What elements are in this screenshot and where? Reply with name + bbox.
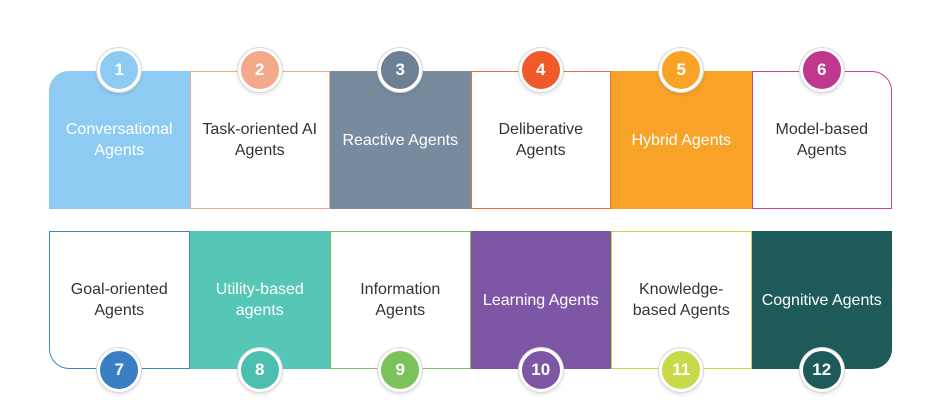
agent-number-badge-12: 12 xyxy=(799,348,844,392)
agent-number-badge-4: 4 xyxy=(518,48,563,92)
agent-card-12: Cognitive Agents xyxy=(751,231,892,369)
agent-card-8: Utility-based agents xyxy=(189,231,330,369)
agent-number-badge-6: 6 xyxy=(799,48,844,92)
agent-number-badge-9: 9 xyxy=(378,348,423,392)
agent-card-label: Conversational Agents xyxy=(65,121,173,159)
agent-number-badge-2: 2 xyxy=(237,48,282,92)
agent-card-1: Conversational Agents xyxy=(49,71,190,209)
agent-card-label: Cognitive Agents xyxy=(761,291,882,309)
agent-number-badge-11: 11 xyxy=(659,348,704,392)
agent-number-badge-5: 5 xyxy=(659,48,704,92)
agent-number-badge-7: 7 xyxy=(97,348,142,392)
agent-card-label: Task-oriented AI Agents xyxy=(202,121,318,159)
agent-card-label: Reactive Agents xyxy=(342,131,459,149)
agent-card-5: Hybrid Agents xyxy=(611,71,752,209)
agent-card-label: Goal-oriented Agents xyxy=(70,281,168,319)
agent-card-9: Information Agents xyxy=(330,231,471,369)
agent-card-label: Utility-based agents xyxy=(215,281,304,319)
agent-card-2: Task-oriented AI Agents xyxy=(189,71,330,209)
agent-card-11: Knowledge-based Agents xyxy=(611,231,752,369)
agent-card-label: Learning Agents xyxy=(482,291,599,309)
agent-card-label: Information Agents xyxy=(360,281,441,319)
agent-card-10: Learning Agents xyxy=(470,231,611,369)
agent-card-6: Model-based Agents xyxy=(751,71,892,209)
agent-card-label: Model-based Agents xyxy=(775,121,869,159)
agent-number-badge-1: 1 xyxy=(97,48,142,92)
agent-card-label: Knowledge-based Agents xyxy=(632,281,730,319)
agent-card-label: Deliberative Agents xyxy=(498,121,583,159)
agent-card-3: Reactive Agents xyxy=(330,71,471,209)
agent-number-badge-3: 3 xyxy=(378,48,423,92)
agent-card-label: Hybrid Agents xyxy=(631,131,732,149)
agent-card-7: Goal-oriented Agents xyxy=(49,231,190,369)
agent-number-badge-8: 8 xyxy=(237,348,282,392)
agent-number-badge-10: 10 xyxy=(518,348,563,392)
